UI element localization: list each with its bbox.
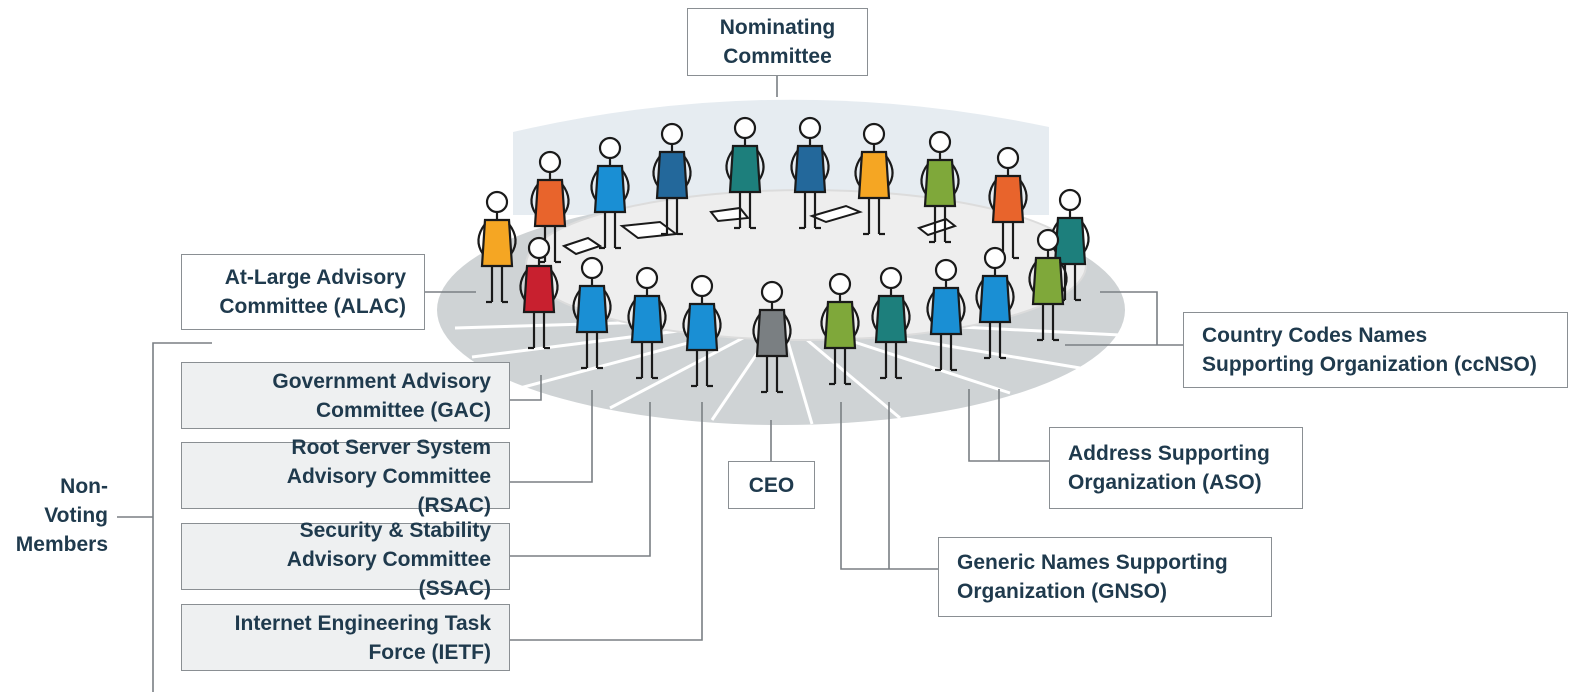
board-member-figure (627, 266, 667, 380)
ccnso-box: Country Codes Names Supporting Organizat… (1183, 312, 1568, 388)
board-member-figure (572, 256, 612, 370)
alac-box: At-Large Advisory Committee (ALAC) (181, 254, 425, 330)
ceo-box: CEO (728, 461, 815, 509)
ccnso-line2: Supporting Organization (ccNSO) (1202, 353, 1537, 376)
alac-line2: Committee (ALAC) (219, 295, 406, 318)
ccnso-line1: Country Codes Names (1202, 324, 1428, 347)
connector-lines (117, 76, 1183, 692)
non-voting-line2: Voting (44, 504, 108, 527)
board-member-figure (752, 280, 792, 394)
gnso-line2: Organization (GNSO) (957, 580, 1167, 603)
board-member-figure (820, 272, 860, 386)
ietf-line1: Internet Engineering Task (234, 612, 491, 635)
ssac-line1: Security & Stability (299, 519, 491, 542)
ceo-label: CEO (748, 474, 795, 497)
board-member-figure (920, 130, 960, 244)
gac-line1: Government Advisory (272, 370, 491, 393)
ietf-line2: Force (IETF) (368, 641, 491, 664)
rsac-line1: Root Server System (291, 436, 491, 459)
ssac-line3: (SSAC) (418, 577, 491, 600)
gac-box: Government Advisory Committee (GAC) (181, 362, 510, 429)
board-member-figure (988, 146, 1028, 260)
board-member-figure (790, 116, 830, 230)
ssac-line2: Advisory Committee (286, 548, 491, 571)
aso-box: Address Supporting Organization (ASO) (1049, 427, 1303, 509)
aso-line2: Organization (ASO) (1068, 471, 1262, 494)
board-member-figure (519, 236, 559, 350)
board-member-figure (926, 258, 966, 372)
nominating-committee-line2: Committee (723, 45, 832, 68)
board-member-figure (854, 122, 894, 236)
board-member-figure (1028, 228, 1068, 342)
nominating-committee-box: Nominating Committee (687, 8, 868, 76)
back-wall (513, 99, 1049, 215)
board-member-figure (871, 266, 911, 380)
rsac-line2: Advisory Committee (286, 465, 491, 488)
board-member-figure (1050, 188, 1090, 302)
nominating-committee-line1: Nominating (719, 16, 836, 39)
board-member-figure (682, 274, 722, 388)
non-voting-line3: Members (15, 533, 108, 556)
gac-line2: Committee (GAC) (315, 399, 491, 422)
rsac-line3: (RSAC) (417, 494, 492, 517)
board-member-figure (530, 150, 570, 264)
rsac-box: Root Server System Advisory Committee (R… (181, 436, 510, 517)
ietf-box: Internet Engineering Task Force (IETF) (181, 604, 510, 671)
board-members-group (477, 116, 1090, 394)
ssac-box: Security & Stability Advisory Committee … (181, 519, 510, 600)
board-member-figure (477, 190, 517, 304)
non-voting-members-label: Non- Voting Members (0, 472, 108, 559)
gnso-line1: Generic Names Supporting (957, 551, 1228, 574)
board-member-figure (725, 116, 765, 230)
board-member-figure (975, 246, 1015, 360)
alac-line1: At-Large Advisory (224, 266, 406, 289)
gnso-box: Generic Names Supporting Organization (G… (938, 537, 1272, 617)
board-member-figure (590, 136, 630, 250)
aso-line1: Address Supporting (1068, 442, 1270, 465)
non-voting-line1: Non- (60, 475, 108, 498)
board-member-figure (652, 122, 692, 236)
